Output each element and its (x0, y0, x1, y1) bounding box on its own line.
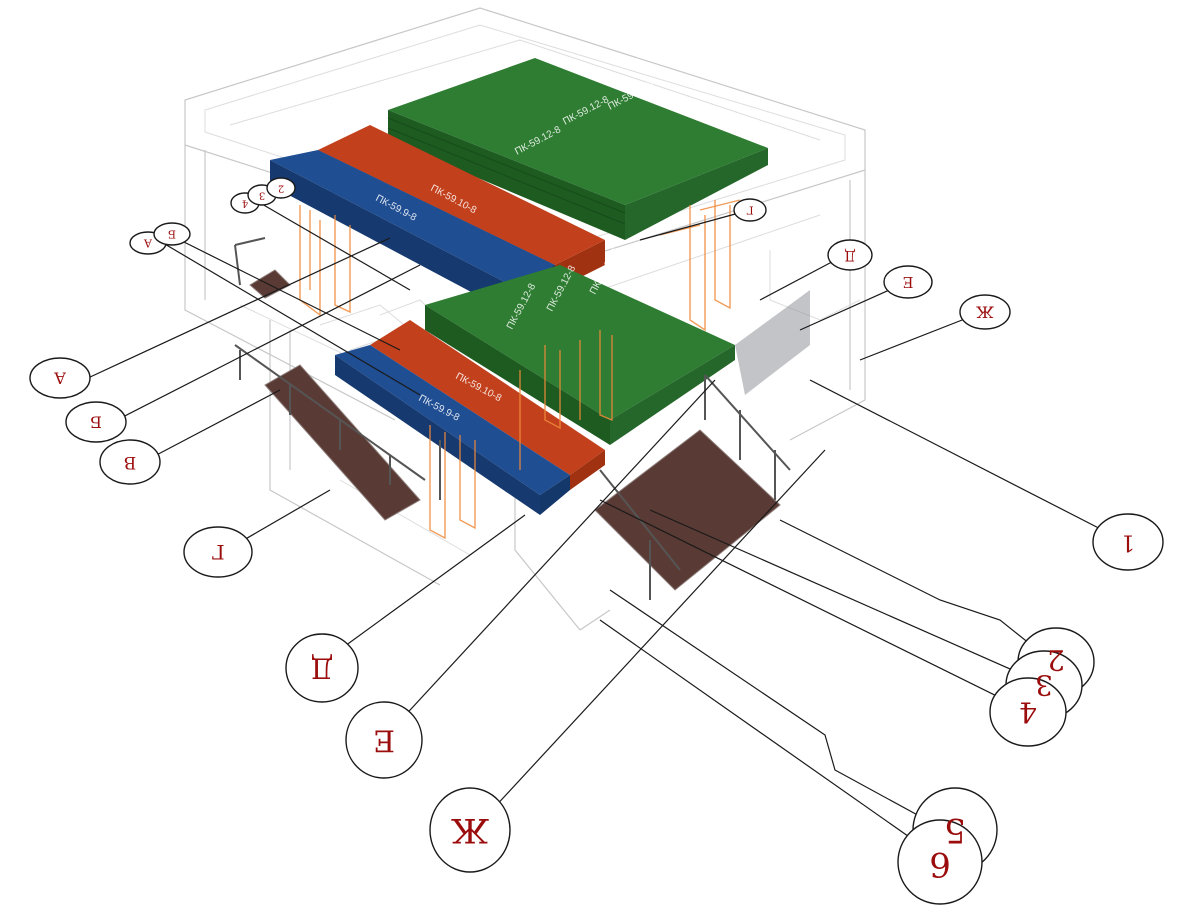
small-bubble-d-label: Д (844, 247, 855, 263)
bubble-zh-label: Ж (451, 810, 489, 850)
small-bubble-g-label: Г (746, 204, 753, 217)
rebar-cages (299, 199, 741, 540)
bubble-1-label: 1 (1121, 530, 1135, 555)
small-bubble-e-label: Е (903, 273, 914, 291)
bubble-d-label: Д (311, 652, 334, 685)
small-bubble-zh-label: Ж (976, 303, 994, 322)
bubble-v-label: В (124, 452, 137, 472)
number-axis-bubbles: 1 2 3 4 5 6 (897, 513, 1164, 905)
top-green-slab: ПК-59.12-8 ПК-59.12-8 ПК-59.12-8 (387, 58, 768, 240)
right-staircase (594, 290, 810, 600)
small-bubble-a-label: А (143, 237, 152, 250)
bubble-6-label: 6 (929, 844, 951, 884)
bubble-g-label: Г (211, 540, 224, 564)
bubble-a-label: А (54, 369, 66, 388)
letter-axis-bubbles: А Б В Г Д Е Ж (29, 357, 511, 873)
small-axis-bubbles: А Б 4 3 2 Г Д Е Ж (129, 177, 1011, 330)
small-bubble-b-label: Б (168, 228, 176, 241)
left-staircase (234, 237, 441, 521)
bubble-3-label: 3 (1035, 669, 1053, 702)
small-bubble-4-label: 4 (242, 198, 248, 209)
building-wireframe (184, 7, 866, 631)
bubble-b-label: Б (90, 413, 102, 432)
bubble-e-label: Е (373, 723, 395, 758)
bubble-5-label: 5 (944, 810, 966, 850)
bubble-4-label: 4 (1019, 696, 1037, 729)
small-bubble-3-label: 3 (259, 190, 265, 201)
small-bubble-2-label: 2 (278, 183, 284, 194)
low-blue-slab: ПК-59.9-8 (335, 345, 570, 515)
bubble-2-label: 2 (1047, 644, 1065, 677)
